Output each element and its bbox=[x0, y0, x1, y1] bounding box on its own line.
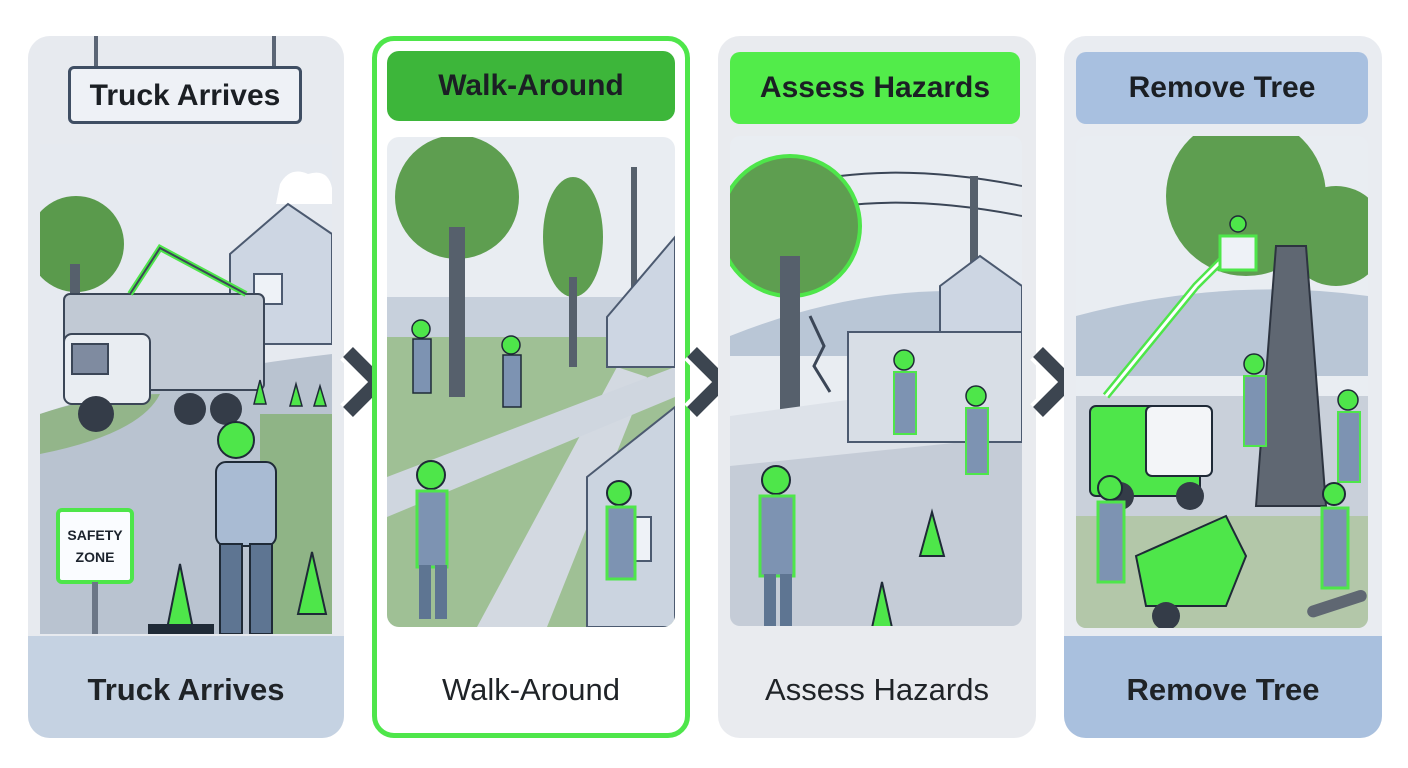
sign-post bbox=[94, 36, 98, 68]
step-label: Walk-Around bbox=[441, 672, 621, 707]
step-header: Walk-Around bbox=[387, 51, 675, 121]
truck-arrives-illustration: SAFETY ZONE bbox=[40, 144, 332, 634]
sign-text-line2: ZONE bbox=[76, 549, 115, 565]
step-header: Assess Hazards bbox=[730, 52, 1020, 124]
step-label: Assess Hazards bbox=[765, 672, 989, 707]
step-label: Remove Tree bbox=[1126, 672, 1320, 707]
step-panel-truck-arrives: Truck Arrives SAFETY ZONE bbox=[28, 36, 344, 738]
sign-text-line1: SAFETY bbox=[67, 527, 123, 543]
assess-hazards-illustration bbox=[730, 136, 1022, 626]
step-panel-remove-tree: Remove Tree bbox=[1064, 36, 1382, 738]
walk-around-illustration bbox=[387, 137, 675, 627]
step-header: Truck Arrives bbox=[68, 66, 302, 124]
step-label: Truck Arrives bbox=[87, 672, 285, 707]
step-panel-assess-hazards: Assess Hazards Assess Hazard bbox=[718, 36, 1036, 738]
sign-post bbox=[272, 36, 276, 68]
step-header: Remove Tree bbox=[1076, 52, 1368, 124]
remove-tree-illustration bbox=[1076, 136, 1368, 628]
step-panel-walk-around: Walk-Around Walk-Arou bbox=[372, 36, 690, 738]
